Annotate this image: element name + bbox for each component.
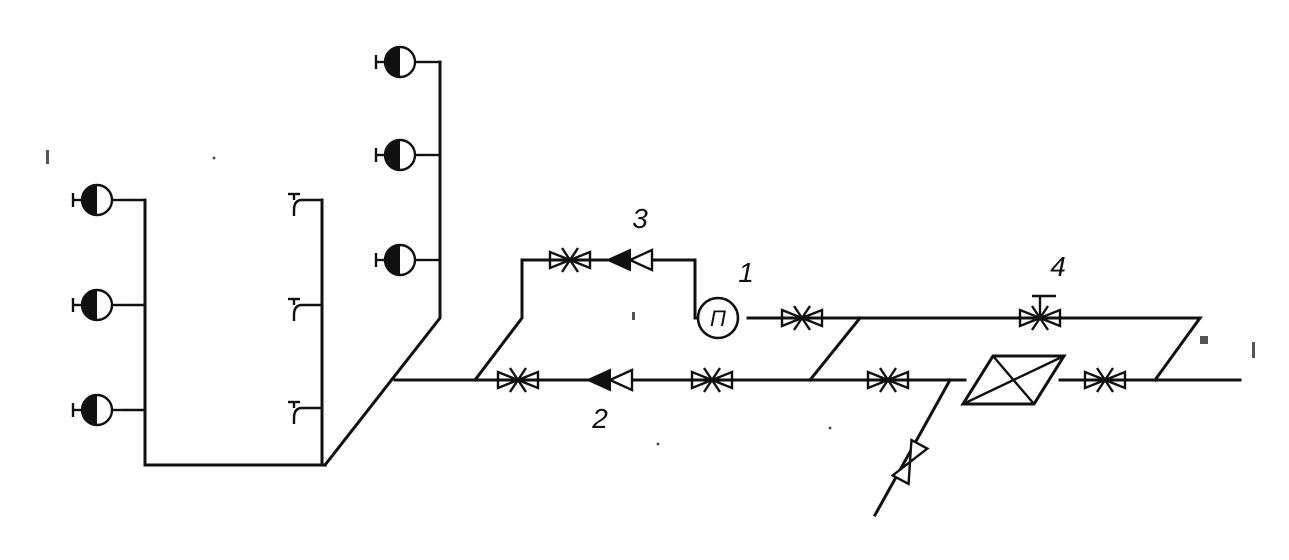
wall-tap-icon xyxy=(286,400,324,426)
washbasin-mixer-icon xyxy=(71,393,123,427)
water-meter-icon: П xyxy=(696,296,740,340)
check-valve-icon xyxy=(606,248,654,272)
wall-tap-icon xyxy=(286,192,324,218)
label-fire-valve: 4 xyxy=(1050,251,1066,282)
washbasin-mixer-icon xyxy=(71,183,123,217)
washbasin-mixer-icon xyxy=(374,243,426,277)
label-check-valve-main: 2 xyxy=(591,403,608,434)
fixture-group-left xyxy=(71,183,145,427)
meter-symbol: П xyxy=(710,306,726,331)
check-valve-icon xyxy=(586,368,634,392)
washbasin-mixer-icon xyxy=(71,288,123,322)
washbasin-mixer-icon xyxy=(374,138,426,172)
tap-group xyxy=(286,192,324,426)
label-meter: 1 xyxy=(738,257,754,288)
pipework xyxy=(143,60,1242,518)
drain-valve xyxy=(890,438,930,486)
scan-specks xyxy=(46,150,1255,446)
fire-bypass-valve xyxy=(1018,294,1062,332)
fixture-group-top xyxy=(374,45,440,277)
label-check-valve-bypass: 3 xyxy=(632,203,648,234)
wall-tap-icon xyxy=(286,297,324,323)
washbasin-mixer-icon xyxy=(374,45,426,79)
strainer-icon xyxy=(960,354,1067,406)
